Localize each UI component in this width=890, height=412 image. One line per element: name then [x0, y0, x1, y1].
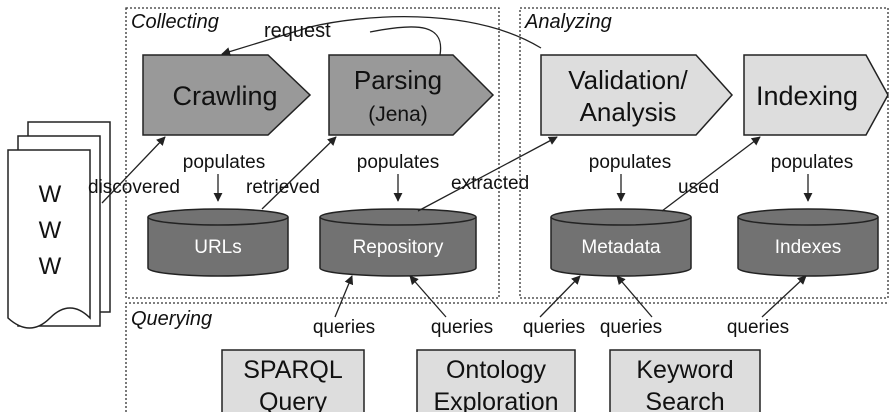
- sparql-queries-label: queries: [313, 317, 375, 338]
- crawling-label: Crawling: [172, 81, 277, 111]
- parsing-populates-label: populates: [357, 152, 439, 173]
- repository-label: Repository: [353, 237, 444, 258]
- indexing-label: Indexing: [756, 81, 858, 111]
- crawling-process: Crawling: [142, 54, 312, 136]
- www-label-2: W: [39, 217, 62, 244]
- ontology-queries-label-1: queries: [431, 317, 493, 338]
- request-label: request: [264, 20, 331, 42]
- parsing-label: Parsing: [354, 65, 442, 95]
- exploration-label: Exploration: [433, 388, 558, 412]
- keyword-indexes-arrow: [761, 275, 807, 318]
- crawling-populates-label: populates: [183, 152, 265, 173]
- sparql-repository-arrow: [334, 275, 354, 318]
- retrieved-arrow: [261, 136, 337, 210]
- extracted-arrow: [417, 136, 558, 212]
- collecting-section: [125, 7, 500, 299]
- querying-title: Querying: [131, 308, 212, 330]
- request-arrow: [221, 16, 542, 56]
- parsing-sublabel: (Jena): [368, 103, 428, 126]
- query-label: Query: [259, 388, 328, 412]
- request-branch: [369, 26, 442, 56]
- analysis-label: Analysis: [580, 97, 677, 127]
- keyword-search-interface: Keyword Search: [609, 349, 761, 412]
- indexing-process: Indexing: [743, 54, 889, 136]
- urls-store: URLs: [147, 208, 289, 277]
- www-label-3: W: [39, 253, 62, 280]
- discovered-arrow: [101, 136, 166, 204]
- indexes-label: Indexes: [775, 237, 842, 258]
- collecting-title: Collecting: [131, 11, 219, 33]
- discovered-label: discovered: [88, 177, 180, 198]
- indexing-populates-label: populates: [771, 152, 853, 173]
- analyzing-section: [519, 7, 889, 299]
- keyword-metadata-arrow: [616, 275, 653, 318]
- keyword-label: Keyword: [636, 356, 733, 384]
- used-arrow: [661, 136, 761, 212]
- www-label-1: W: [39, 181, 62, 208]
- retrieved-label: retrieved: [246, 177, 320, 198]
- keyword-queries-label-2: queries: [727, 317, 789, 338]
- ontology-label: Ontology: [446, 356, 547, 384]
- analyzing-title: Analyzing: [524, 11, 612, 33]
- www-documents: W W W: [7, 121, 111, 329]
- validation-label: Validation/: [568, 65, 688, 95]
- used-label: used: [678, 177, 719, 198]
- extracted-label: extracted: [451, 173, 529, 194]
- metadata-store: Metadata: [550, 208, 692, 277]
- querying-section: [125, 302, 888, 412]
- sparql-query-interface: SPARQL Query: [221, 349, 365, 412]
- repository-store: Repository: [319, 208, 477, 277]
- indexes-store: Indexes: [737, 208, 879, 277]
- validation-analysis-process: Validation/ Analysis: [540, 54, 734, 136]
- ontology-exploration-interface: Ontology Exploration: [416, 349, 576, 412]
- ontology-metadata-arrow: [539, 275, 581, 318]
- ontology-queries-label-2: queries: [523, 317, 585, 338]
- search-label: Search: [645, 388, 724, 412]
- ontology-repository-arrow: [409, 275, 447, 318]
- validation-populates-label: populates: [589, 152, 671, 173]
- urls-label: URLs: [194, 237, 242, 258]
- metadata-label: Metadata: [581, 237, 661, 258]
- sparql-label: SPARQL: [243, 356, 343, 384]
- parsing-process: Parsing (Jena): [328, 54, 495, 136]
- keyword-queries-label-1: queries: [600, 317, 662, 338]
